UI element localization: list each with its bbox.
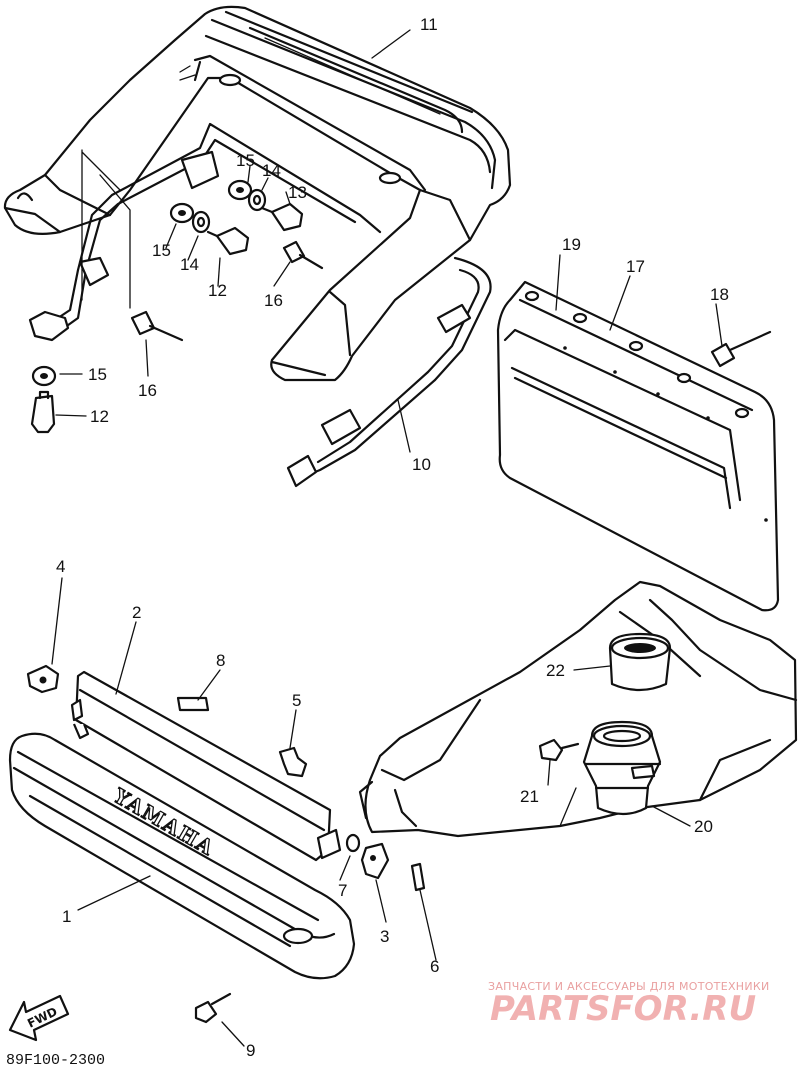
- watermark-tagline: ЗАПЧАСТИ И АКСЕССУАРЫ ДЛЯ МОТОТЕХНИКИ: [488, 980, 770, 993]
- watermark: ЗАПЧАСТИ И АКСЕССУАРЫ ДЛЯ МОТОТЕХНИКИ PA…: [488, 980, 770, 1029]
- callout-16-upper: 16: [264, 291, 283, 310]
- label-8: [176, 696, 210, 712]
- fwd-arrow: FWD: [8, 994, 70, 1042]
- cap-22: [608, 632, 672, 692]
- fastener-rivet-16b: [130, 310, 184, 342]
- bolt-21: [538, 738, 580, 762]
- bracket-4: [26, 664, 60, 694]
- mud-flap: [496, 280, 780, 612]
- callout-12: 12: [90, 407, 109, 426]
- callout-4: 4: [56, 557, 65, 576]
- callout-10: 10: [412, 455, 431, 474]
- drawing-code: 89F100-2300: [6, 1052, 105, 1069]
- callout-16-lower: 16: [138, 381, 157, 400]
- fuel-tank: [358, 580, 798, 838]
- filler-neck-20: [582, 720, 662, 816]
- rear-carrier: [3, 5, 512, 382]
- fastener-bolt-13a: [260, 202, 304, 232]
- callout-13-lower: 12: [208, 281, 227, 300]
- fastener-bolt-12: [30, 390, 56, 434]
- callout-13-upper: 13: [288, 183, 307, 202]
- fastener-screw-18: [710, 330, 772, 368]
- callout-6: 6: [430, 957, 439, 976]
- callout-7: 7: [338, 881, 347, 900]
- clip-6: [410, 862, 426, 892]
- fastener-collar-14a: [247, 188, 267, 212]
- fastener-washer-15a: [227, 179, 253, 201]
- callout-8: 8: [216, 651, 225, 670]
- callout-5: 5: [292, 691, 301, 710]
- callout-22: 22: [546, 661, 565, 680]
- callout-1: 1: [62, 907, 71, 926]
- callout-3: 3: [380, 927, 389, 946]
- fastener-rivet-16a: [282, 240, 324, 270]
- callout-15-upper: 15: [236, 151, 255, 170]
- fastener-washer-15b: [169, 202, 195, 224]
- callout-15-lower: 15: [152, 241, 171, 260]
- callout-15-left: 15: [88, 365, 107, 384]
- screw-9: [194, 992, 232, 1024]
- callout-14-upper: 14: [262, 161, 281, 180]
- callout-9: 9: [246, 1041, 255, 1060]
- grommet-5: [278, 746, 308, 778]
- front-cover-panel: [70, 670, 342, 862]
- callout-11: 11: [420, 15, 438, 34]
- fastener-collar-14b: [191, 210, 211, 234]
- callout-20: 20: [694, 817, 713, 836]
- fastener-washer-15c: [31, 365, 57, 387]
- callout-labels: 11 19 17 18 10 15 14 13 15 14 12 16 15 1…: [56, 15, 729, 1060]
- leader-lines: [51, 29, 723, 1047]
- callout-2: 2: [132, 603, 141, 622]
- bracket-3: [360, 842, 390, 880]
- callout-14-lower: 14: [180, 255, 199, 274]
- carrier-stay: [28, 122, 492, 488]
- fastener-bolt-13b: [206, 226, 250, 256]
- callout-19: 19: [562, 235, 581, 254]
- callout-18: 18: [710, 285, 729, 304]
- callout-17: 17: [626, 257, 645, 276]
- washer-7: [345, 833, 361, 853]
- watermark-brand: PARTSFOR.RU: [490, 989, 756, 1029]
- callout-21: 21: [520, 787, 539, 806]
